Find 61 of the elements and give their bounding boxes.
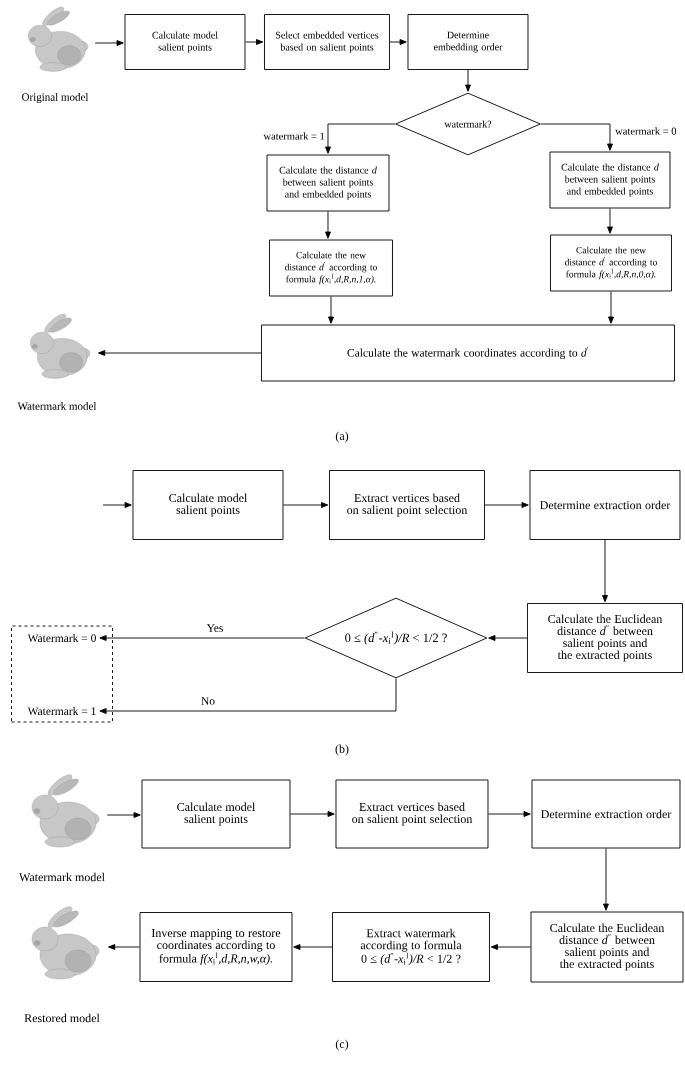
node-label: Restored model [24,1013,100,1023]
arrow [108,944,140,950]
picture [30,313,91,379]
result-text: Watermark = 1 [27,706,96,716]
process-box: Calculate model salient points [124,14,246,70]
arrow [490,944,531,950]
arrow [99,635,305,641]
process-box: Calculate the Euclidean distance d$^{″}$ between salient points and the extracted points [530,911,684,983]
process-box: Calculate the Euclidean distance d$^{″}$ between salient points and the extracted points [527,603,683,673]
arrow [283,502,329,508]
arrow [102,502,132,508]
process-box: Inverse mapping to restore coordinates according to formula f(x$_{i}$$^{l}$,d,R,n,w,α). [139,912,293,982]
arrow [106,812,141,818]
arrow [389,39,407,45]
result-text: Watermark = 0 [27,633,96,643]
picture [31,774,100,848]
arrow [325,123,396,154]
arrow [290,811,335,817]
process-box: Determine embedding order [407,14,529,70]
arrow [465,69,471,92]
picture [28,6,89,72]
arrow [488,635,528,641]
node-label: Watermark model [17,402,97,410]
edge-label: watermark = 1 [262,131,326,141]
arrow [325,211,331,239]
edge-label: watermark = 0 [614,126,678,136]
process-box: Calculate model salient points [132,470,284,540]
process-box: Extract vertices based on salient point selection [329,470,485,540]
subfigure-label: (b) [335,744,349,756]
process-box: Determine extraction order [529,470,681,540]
node-label: Watermark model [19,872,105,882]
arrow [293,944,333,950]
picture [31,906,100,980]
arrow [99,678,397,714]
process-box: Calculate the new distance d$^{′}$ according to formula f(x$_{i}$$^{l}$,d,R,n,1,α). [269,239,393,297]
process-box: Calculate model salient points [141,779,291,849]
process-box: Extract watermark according to formula 0 ≤ (d$^{″}$-x$_{i}$$^{l}$)/R < 1/2 ? [332,912,490,982]
process-box: Calculate the distance d between salient points and embedded points [266,154,390,212]
dashed-group-box [11,625,113,723]
arrow [608,291,614,324]
edge-label: Yes [205,623,225,633]
edge-label: No [199,696,217,706]
arrow [603,848,609,911]
arrow [540,123,613,151]
process-box: Select embedded vertices based on salient points [264,14,390,70]
process-box: Determine extraction order [531,779,681,849]
process-box: Calculate the watermark coordinates according to d$^{′}$ [261,324,675,382]
arrow [602,539,608,603]
arrow [98,350,262,356]
subfigure-label: (c) [335,1039,349,1051]
arrow [484,502,529,508]
process-box: Calculate the distance d between salient points and embedded points [549,151,671,209]
arrow [607,208,613,234]
subfigure-label: (a) [335,431,349,443]
arrow [94,40,124,46]
arrow [245,39,264,45]
process-box: Calculate the new distance d$^{′}$ according to formula f(x$_{i}$$^{l}$,d,R,n,0,α). [550,234,672,292]
arrow [328,296,334,324]
node-label: Original model [22,93,89,103]
arrow [488,811,531,817]
process-box: Extract vertices based on salient point selection [335,779,489,849]
